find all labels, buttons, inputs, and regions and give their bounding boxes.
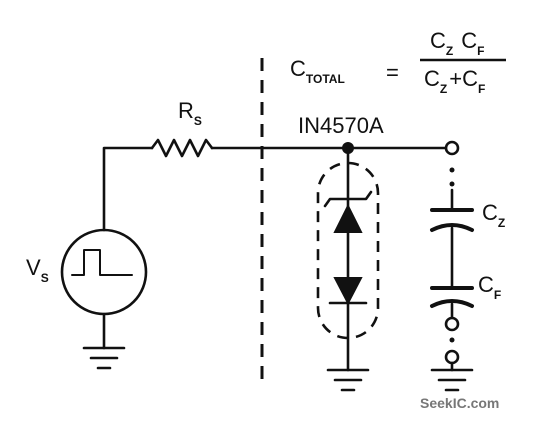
capacitor-ground-icon [430,368,474,392]
capacitor-cf-plate-bottom [430,299,474,308]
diode-assembly [316,142,380,372]
output-terminal-top [444,140,460,156]
package-outline [316,161,380,340]
source-ground-icon [82,346,126,370]
pulse-waveform-icon [71,249,133,276]
diode-part-label: IN4570A [298,113,384,138]
formula-lhs: CTOTAL [290,56,345,86]
resistor-rs [150,138,214,158]
zener-diode-upper-icon [333,203,363,233]
rs-label: RS [178,98,202,128]
source-wiring [102,146,154,350]
diode-ground-icon [326,368,370,392]
formula-equals: = [386,60,399,85]
vs-label: VS [26,255,49,285]
diode-lower-icon [333,277,363,306]
watermark: SeekIC.com [420,395,499,411]
capacitor-chain [430,167,474,372]
capacitor-cz-plate-bottom [430,223,474,232]
cf-label: CF [478,272,501,302]
zener-bar-upper [323,190,373,208]
formula-denominator: CZ+CF [424,66,485,96]
source-circle [60,228,148,316]
voltage-source [60,228,148,316]
cz-label: CZ [482,200,505,230]
